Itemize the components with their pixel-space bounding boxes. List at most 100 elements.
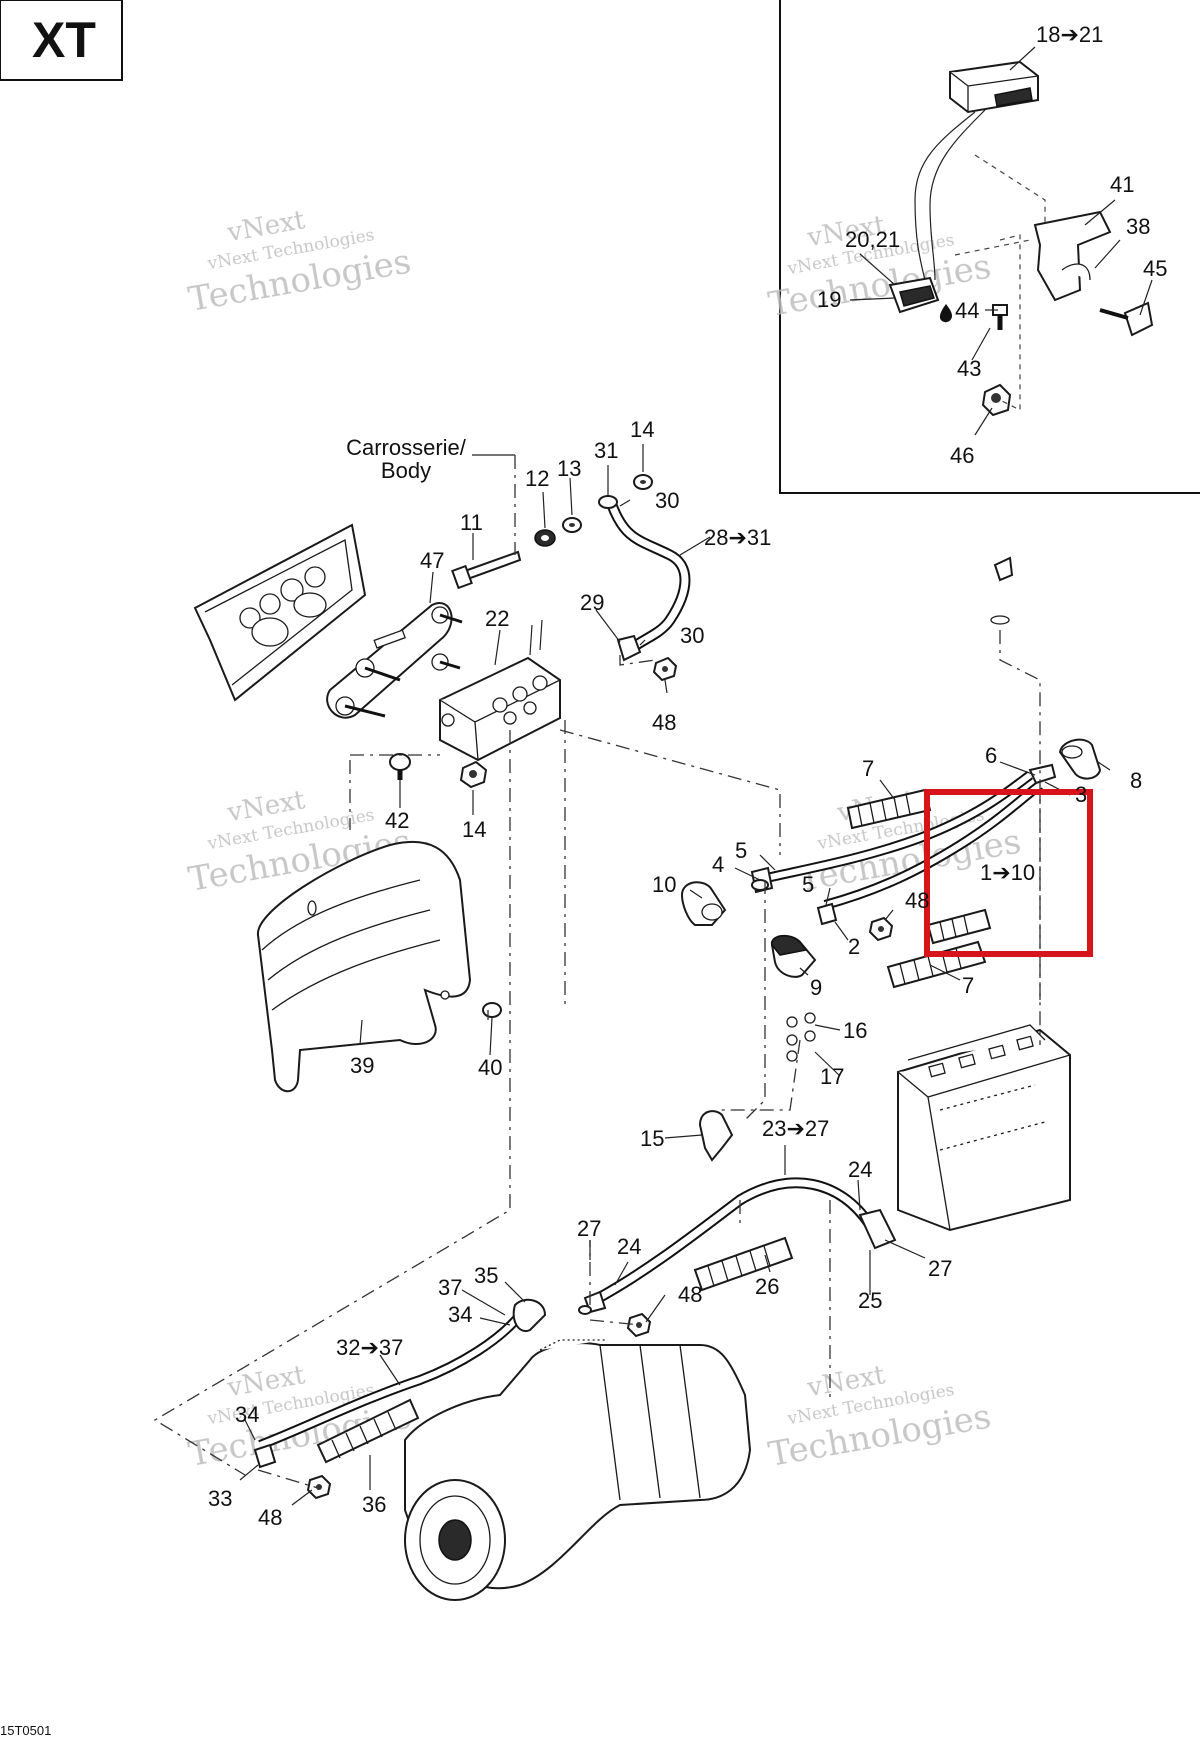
callout-48-bottom: 48 <box>258 1505 282 1530</box>
nut-14-lower <box>459 760 488 789</box>
callout-24-right: 24 <box>848 1157 872 1182</box>
callout-36: 36 <box>362 1492 386 1517</box>
callout-3: 3 <box>1075 782 1087 807</box>
callout-30-mid: 30 <box>680 623 704 648</box>
callout-46: 46 <box>950 443 974 468</box>
callout-labels: 18➔21 41 20,21 38 45 19 44 43 46 14 31 1… <box>208 22 1167 1530</box>
callout-19: 19 <box>817 287 841 312</box>
callout-35: 35 <box>474 1263 498 1288</box>
callout-48-low: 48 <box>678 1282 702 1307</box>
callout-4: 4 <box>712 852 724 877</box>
callout-26: 26 <box>755 1274 779 1299</box>
callout-9: 9 <box>810 975 822 1000</box>
callout-13: 13 <box>557 456 581 481</box>
callout-1-10: 1➔10 <box>980 860 1035 885</box>
callout-2: 2 <box>848 934 860 959</box>
terminal-5 <box>816 902 838 926</box>
callout-7-bottom: 7 <box>962 973 974 998</box>
callout-47: 47 <box>420 548 444 573</box>
callout-42: 42 <box>385 808 409 833</box>
callout-10: 10 <box>652 872 676 897</box>
nut-48-mid <box>868 916 894 942</box>
callout-39: 39 <box>350 1053 374 1078</box>
callout-12: 12 <box>525 466 549 491</box>
callout-45: 45 <box>1143 256 1167 281</box>
callout-6: 6 <box>985 743 997 768</box>
oil-drop-icon <box>939 304 952 323</box>
battery <box>897 1024 1071 1232</box>
sleeve-36 <box>316 1398 420 1464</box>
nut-14-top <box>633 474 653 490</box>
callout-43: 43 <box>957 356 981 381</box>
washer-12 <box>534 529 556 547</box>
sleeve-26 <box>693 1236 794 1292</box>
sleeve-7c <box>926 908 992 945</box>
callout-38: 38 <box>1126 214 1150 239</box>
drawing-code: 15T0501 <box>0 1723 51 1738</box>
callout-8: 8 <box>1130 768 1142 793</box>
body-label: Carrosserie/ Body <box>346 435 467 483</box>
callout-48-mid: 48 <box>905 888 929 913</box>
callout-29: 29 <box>580 590 604 615</box>
body-label-line1: Carrosserie/ <box>346 435 467 460</box>
callout-14-lower: 14 <box>462 817 486 842</box>
ground-clip-15 <box>698 1110 734 1162</box>
callout-32-37: 32➔37 <box>336 1335 403 1360</box>
callout-25: 25 <box>858 1288 882 1313</box>
boot-9 <box>770 934 817 978</box>
callout-23-27: 23➔27 <box>762 1116 829 1141</box>
model-badge: XT <box>0 0 123 81</box>
bolt-45 <box>1099 301 1154 337</box>
heat-shield-39 <box>256 840 472 1093</box>
cable-28-31 <box>598 495 691 662</box>
screw-43 <box>992 304 1008 330</box>
model-badge-text: XT <box>32 12 96 68</box>
callout-18-21: 18➔21 <box>1036 22 1103 47</box>
callout-24-left: 24 <box>617 1234 641 1259</box>
callout-16: 16 <box>843 1018 867 1043</box>
screw-top-right <box>990 556 1014 625</box>
plug-40 <box>482 1002 502 1018</box>
callout-31: 31 <box>594 438 618 463</box>
callout-5-top: 5 <box>735 838 747 863</box>
nut-48-bottom <box>306 1474 332 1500</box>
callout-37: 37 <box>438 1275 462 1300</box>
callout-27-right: 27 <box>928 1256 952 1281</box>
callout-48-top: 48 <box>652 710 676 735</box>
boot-8 <box>1058 738 1102 780</box>
nuts-16-17 <box>786 1012 816 1062</box>
bracket-47 <box>326 602 463 719</box>
callout-17: 17 <box>820 1064 844 1089</box>
highlight-box <box>924 789 1093 957</box>
indicator-module <box>914 60 1039 281</box>
watermark-group: vNext vNext Technologies Technologies vN… <box>185 205 1024 1475</box>
callout-27-left: 27 <box>577 1216 601 1241</box>
connector-19 <box>888 276 940 314</box>
clip-10 <box>680 881 727 926</box>
callout-7-top: 7 <box>862 756 874 781</box>
callout-15: 15 <box>640 1126 664 1151</box>
nut-46 <box>981 383 1012 417</box>
callout-40: 40 <box>478 1055 502 1080</box>
callout-30-top: 30 <box>655 488 679 513</box>
bolt-11 <box>451 550 522 590</box>
callout-33: 33 <box>208 1486 232 1511</box>
body-panel <box>193 523 367 702</box>
callout-14-top: 14 <box>630 417 654 442</box>
callout-22: 22 <box>485 606 509 631</box>
callout-34-bottom: 34 <box>235 1402 259 1427</box>
callout-28-31: 28➔31 <box>704 525 771 550</box>
inset-dashes <box>954 154 1046 411</box>
nut-13 <box>562 517 582 533</box>
callout-44: 44 <box>955 298 979 323</box>
screw-42 <box>389 753 411 780</box>
cable-32-37 <box>253 1298 547 1469</box>
body-label-line2: Body <box>381 458 431 483</box>
callout-20-21: 20,21 <box>845 227 900 252</box>
nut-48-top <box>652 656 678 682</box>
callout-5-mid: 5 <box>802 872 814 897</box>
leader-lines <box>239 46 1153 1506</box>
starter-motor <box>404 1339 752 1601</box>
assembly-lines <box>153 455 1041 1489</box>
